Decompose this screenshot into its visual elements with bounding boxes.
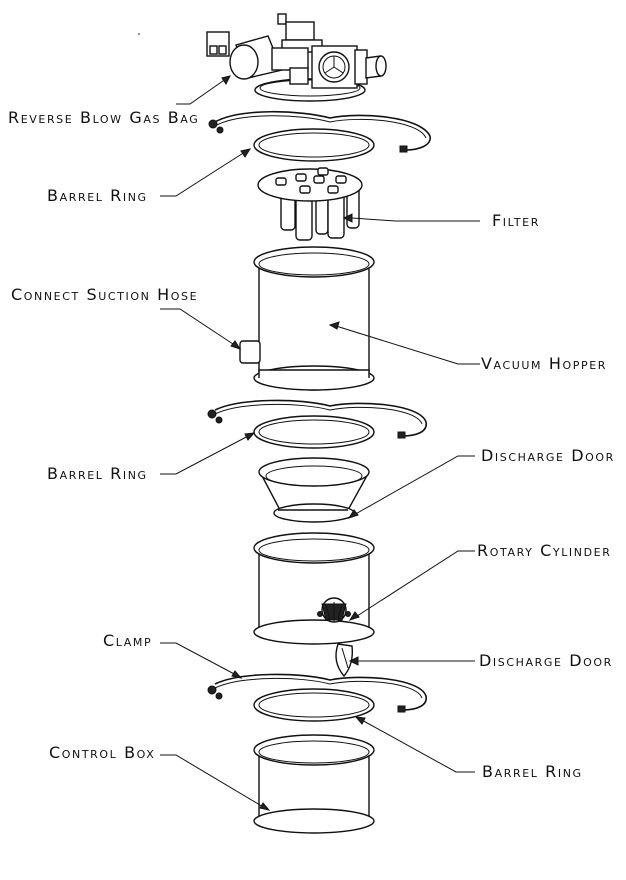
discharge-door-cone (258, 457, 370, 523)
label-filter: Filter (492, 211, 540, 230)
valve-assembly (206, 13, 387, 102)
clamp-bottom (207, 673, 427, 713)
label-discharge-door-2: Discharge Door (479, 651, 613, 670)
filter-assembly (257, 167, 363, 241)
label-control-box: Control Box (49, 743, 156, 762)
label-reverse-blow-gas-bag: Reverse Blow Gas Bag (8, 108, 200, 127)
label-clamp: Clamp (103, 631, 153, 650)
barrel-ring-1 (253, 128, 375, 162)
label-connect-suction-hose: Connect Suction Hose (11, 285, 199, 304)
rotary-cylinder-housing (253, 532, 375, 678)
clamp-middle (207, 399, 427, 439)
leader-lines (160, 75, 480, 811)
label-rotary-cylinder: Rotary Cylinder (477, 541, 612, 560)
barrel-ring-2 (253, 415, 375, 449)
label-discharge-door-1: Discharge Door (481, 446, 615, 465)
label-barrel-ring-2: Barrel Ring (47, 464, 148, 483)
barrel-ring-3 (253, 688, 375, 722)
label-barrel-ring-3: Barrel Ring (482, 762, 583, 781)
vacuum-hopper (239, 246, 375, 391)
stray-dot (138, 33, 140, 35)
label-vacuum-hopper: Vacuum Hopper (481, 354, 607, 373)
control-box (253, 734, 375, 834)
label-barrel-ring-1: Barrel Ring (47, 186, 148, 205)
clamp-top (208, 110, 431, 153)
